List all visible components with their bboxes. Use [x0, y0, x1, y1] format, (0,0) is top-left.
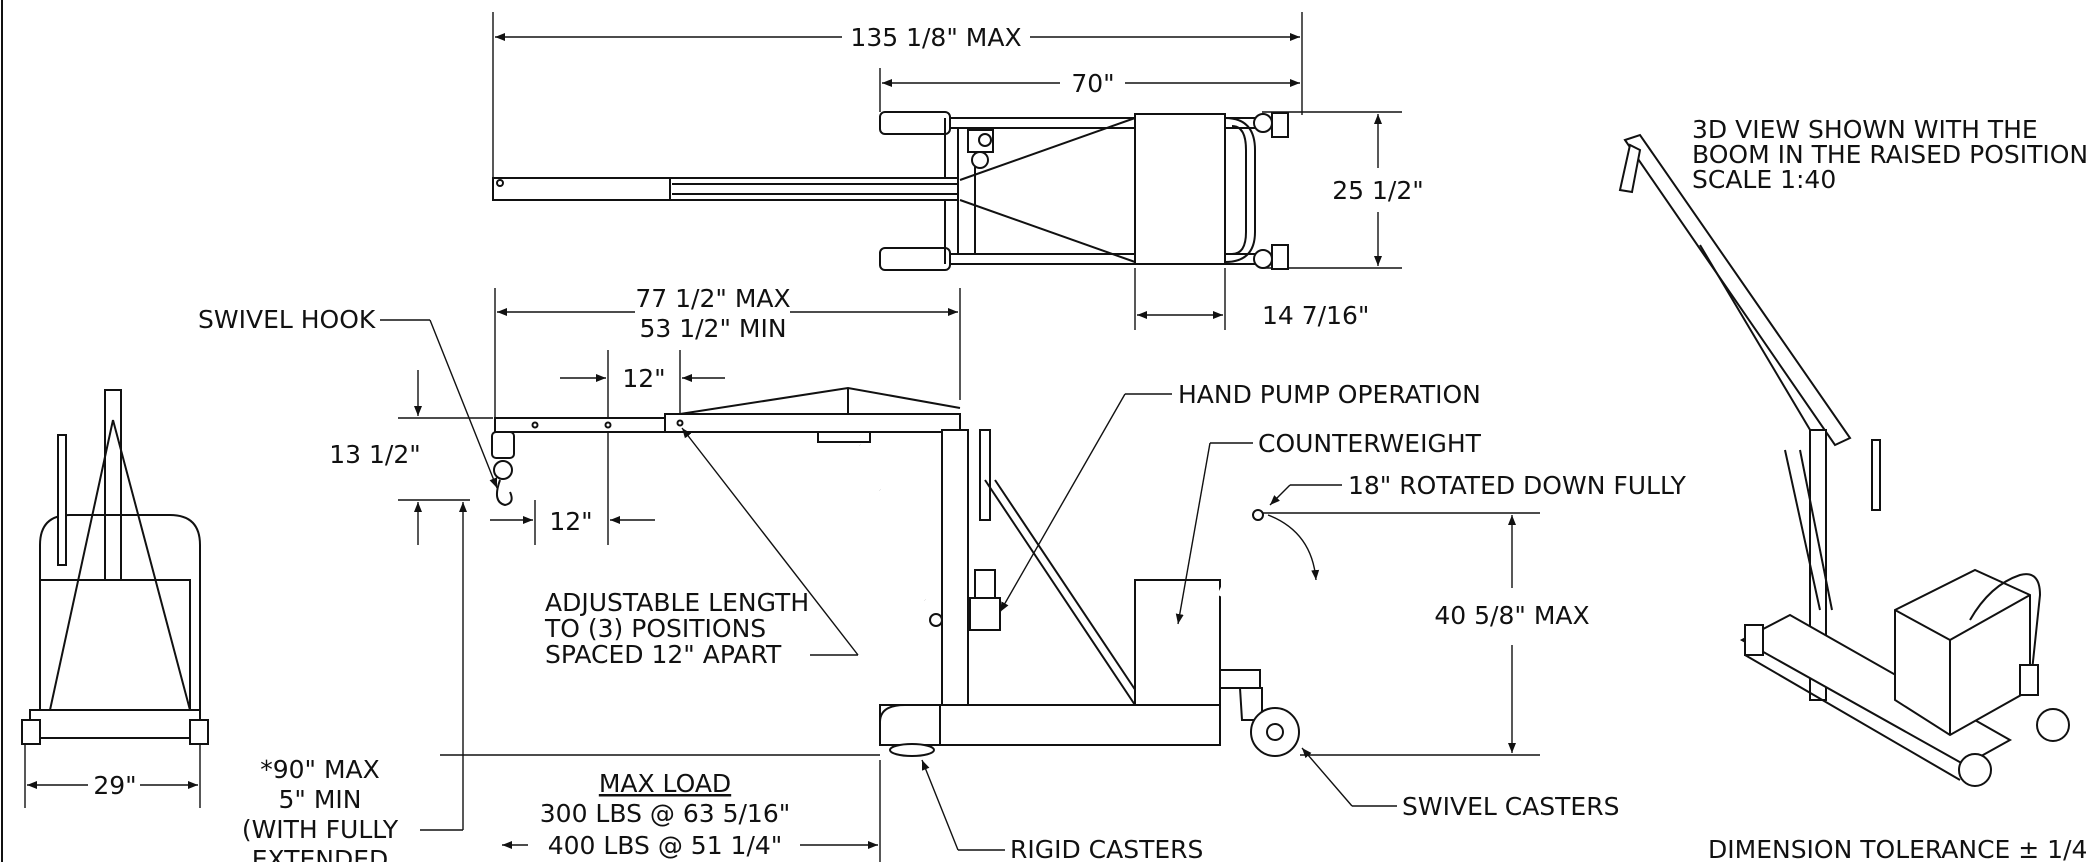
label-rigid-casters: RIGID CASTERS: [1010, 835, 1203, 862]
dim-top-width: 25 1/2": [1332, 176, 1424, 205]
view-note-2: BOOM IN THE RAISED POSITION: [1692, 140, 2088, 169]
lift-note-3: (WITH FULLY: [242, 815, 399, 844]
view-note-3: SCALE 1:40: [1692, 165, 1836, 194]
max-load-line-1: 300 LBS @ 63 5/16": [540, 799, 790, 828]
label-swivel-hook: SWIVEL HOOK: [198, 305, 376, 334]
note-adjustable-3: SPACED 12" APART: [545, 640, 782, 669]
lift-note-4: EXTENDED: [252, 845, 389, 862]
top-view: 135 1/8" MAX 70" 25 1/2" 14 7/16": [492, 12, 1424, 330]
note-adjustable-1: ADJUSTABLE LENGTH: [545, 588, 809, 617]
lift-note-2: 5" MIN: [279, 785, 362, 814]
dim-boom-spacing-bottom: 12": [549, 507, 592, 536]
label-counterweight: COUNTERWEIGHT: [1258, 429, 1482, 458]
dim-frame-length: 70": [1071, 69, 1114, 98]
dim-counterweight-width: 14 7/16": [1262, 301, 1369, 330]
note-adjustable-2: TO (3) POSITIONS: [544, 614, 766, 643]
dim-hook-drop: 13 1/2": [329, 440, 421, 469]
dim-boom-reach-min: 53 1/2" MIN: [639, 314, 786, 343]
max-load-line-2: 400 LBS @ 51 1/4": [548, 831, 783, 860]
max-load-title: MAX LOAD: [599, 769, 731, 798]
label-swivel-casters: SWIVEL CASTERS: [1402, 792, 1619, 821]
view-note-1: 3D VIEW SHOWN WITH THE: [1692, 115, 2038, 144]
iso-view: 3D VIEW SHOWN WITH THE BOOM IN THE RAISE…: [1618, 115, 2088, 862]
side-view: 77 1/2" MAX 53 1/2" MIN SWIVEL HOOK 12" …: [198, 284, 1687, 862]
front-view: 29": [21, 389, 209, 808]
dim-height-max: 40 5/8" MAX: [1434, 601, 1589, 630]
label-handle-rotation: 18" ROTATED DOWN FULLY: [1348, 471, 1687, 500]
dim-boom-reach-max: 77 1/2" MAX: [635, 284, 790, 313]
label-hand-pump: HAND PUMP OPERATION: [1178, 380, 1481, 409]
dim-boom-spacing-top: 12": [622, 364, 665, 393]
tolerance-note: DIMENSION TOLERANCE ± 1/4: [1708, 835, 2087, 862]
dim-overall-width: 135 1/8" MAX: [850, 23, 1021, 52]
dim-front-width: 29": [93, 771, 136, 800]
lift-note-1: *90" MAX: [260, 755, 380, 784]
